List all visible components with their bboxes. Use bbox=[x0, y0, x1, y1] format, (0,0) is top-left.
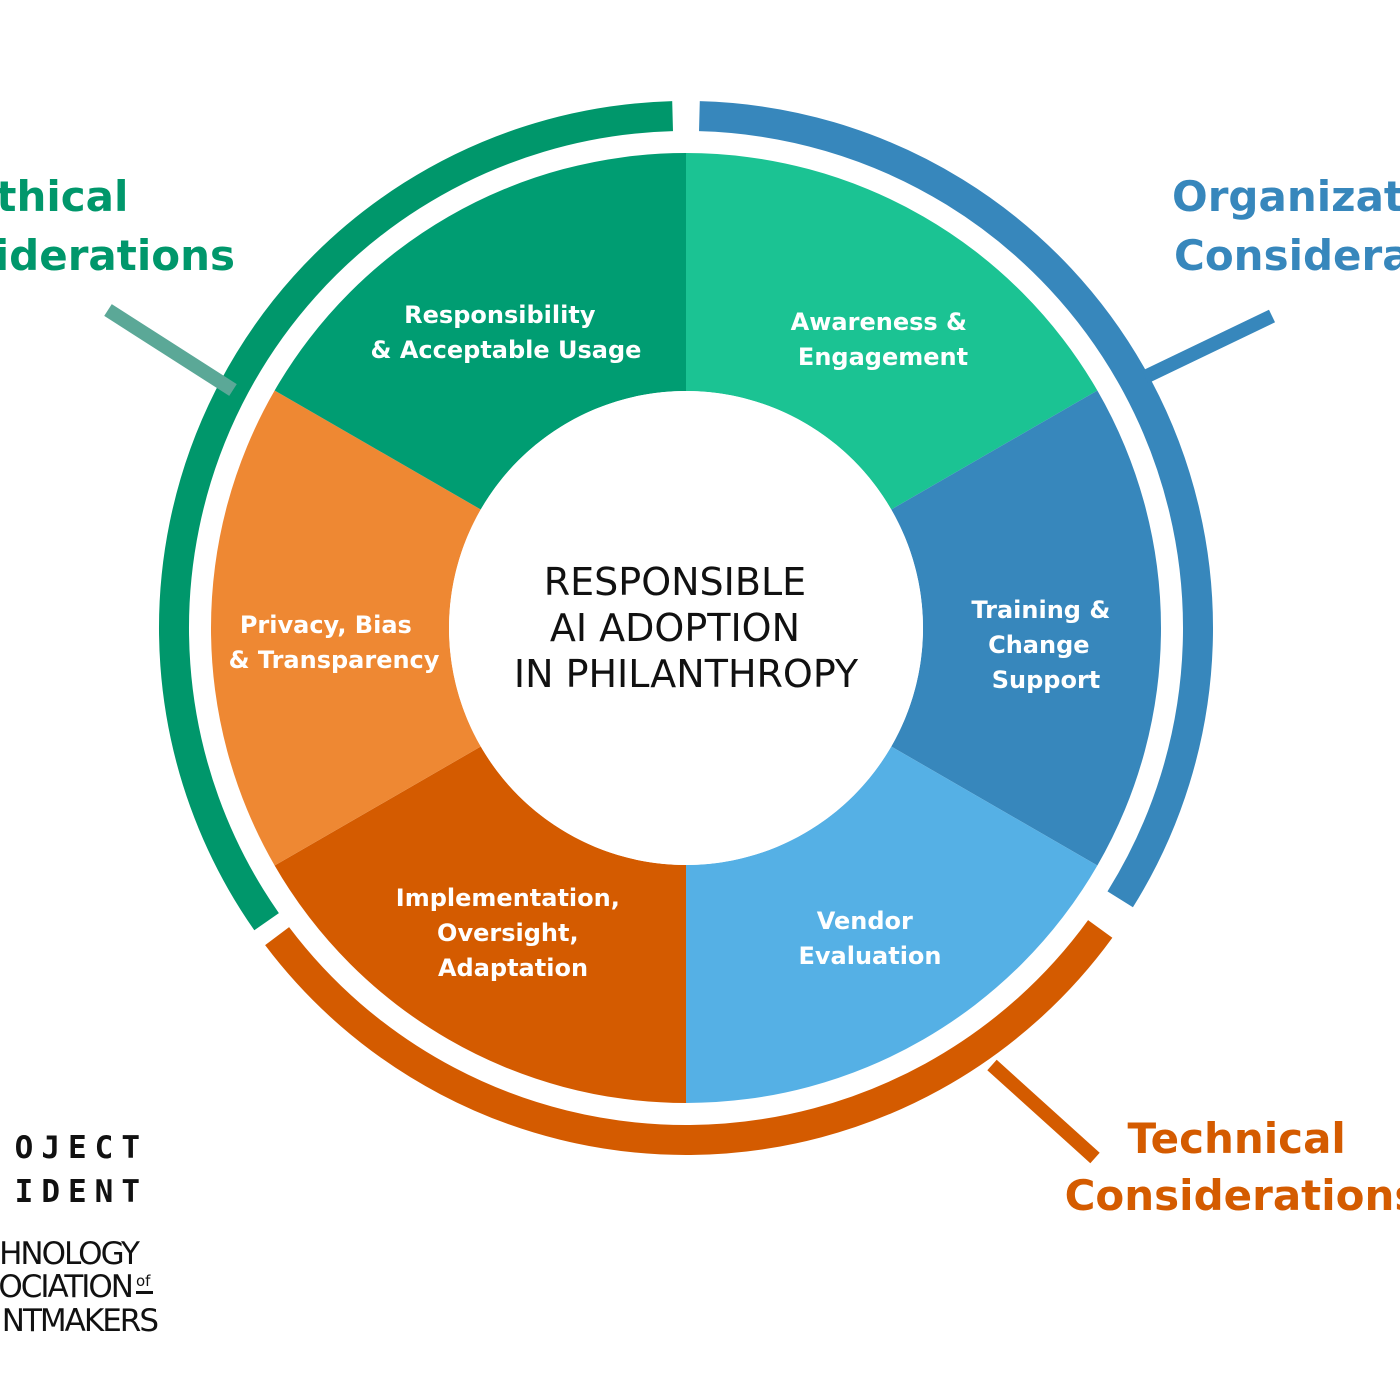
label-privacy-line1: Privacy, Bias bbox=[240, 611, 412, 639]
organizational-arc bbox=[698, 101, 1213, 908]
organizational-considerations-heading: Organizati Considerat bbox=[1172, 172, 1400, 280]
technical-connector bbox=[987, 1059, 1100, 1164]
association-logo: HNOLOGY OCIATION of NTMAKERS bbox=[0, 1236, 159, 1339]
ethical-heading-line1: Ethical bbox=[0, 172, 128, 221]
label-vendor-line1: Vendor bbox=[817, 907, 913, 935]
segment-responsibility bbox=[686, 153, 1098, 510]
center-title-line2: AI ADOPTION bbox=[550, 606, 800, 650]
association-logo-of: of bbox=[136, 1272, 151, 1290]
center-title-line1: RESPONSIBLE bbox=[544, 560, 806, 604]
organizational-heading-line2: Considerat bbox=[1174, 231, 1400, 280]
label-training-line2: Change bbox=[988, 631, 1089, 659]
ethical-arc bbox=[159, 101, 674, 931]
label-responsibility-line1: Responsibility bbox=[404, 301, 596, 329]
technical-arc bbox=[265, 920, 1113, 1155]
association-logo-underline bbox=[136, 1291, 153, 1294]
project-logo-line2: IDENT bbox=[15, 1174, 148, 1210]
label-implementation: Implementation, Oversight, Adaptation bbox=[396, 884, 628, 982]
center-hub bbox=[449, 391, 923, 865]
center-title-line3: IN PHILANTHROPY bbox=[514, 652, 859, 696]
label-vendor: Vendor Evaluation bbox=[798, 907, 941, 970]
organizational-connector bbox=[1141, 309, 1276, 384]
label-privacy-line2: & Transparency bbox=[229, 646, 440, 674]
technical-heading-line1: Technical bbox=[1128, 1114, 1346, 1163]
label-responsibility-line2: & Acceptable Usage bbox=[371, 336, 642, 364]
ethical-connector bbox=[104, 304, 237, 396]
association-logo-line1: HNOLOGY bbox=[0, 1236, 140, 1272]
label-training: Training & Change Support bbox=[971, 596, 1118, 694]
label-implementation-line1: Implementation, bbox=[396, 884, 620, 912]
label-training-line3: Support bbox=[992, 666, 1101, 694]
technical-heading-line2: Considerations bbox=[1065, 1171, 1400, 1220]
label-training-line1: Training & bbox=[971, 596, 1110, 624]
segment-privacy bbox=[274, 152, 686, 510]
label-vendor-line2: Evaluation bbox=[798, 942, 941, 970]
segment-implementation bbox=[210, 390, 481, 866]
technical-considerations-heading: Technical Considerations bbox=[1065, 1114, 1400, 1220]
label-awareness: Awareness & Engagement bbox=[791, 308, 976, 371]
label-awareness-line2: Engagement bbox=[798, 343, 968, 371]
label-implementation-line2: Oversight, bbox=[437, 919, 579, 947]
label-responsibility: Responsibility & Acceptable Usage bbox=[371, 301, 642, 364]
segment-training bbox=[686, 746, 1098, 1103]
association-logo-line2: OCIATION bbox=[0, 1269, 132, 1305]
organizational-heading-line1: Organizati bbox=[1172, 172, 1400, 221]
label-privacy: Privacy, Bias & Transparency bbox=[229, 611, 440, 674]
segment-vendor bbox=[274, 746, 686, 1103]
ethical-considerations-heading: Ethical siderations bbox=[0, 172, 235, 280]
segment-awareness bbox=[891, 390, 1161, 866]
ethical-heading-line2: siderations bbox=[0, 231, 235, 280]
project-logo-line1: OJECT bbox=[15, 1130, 148, 1166]
wheel-segments bbox=[210, 152, 1161, 1103]
project-logo: OJECT IDENT bbox=[15, 1130, 148, 1210]
label-awareness-line1: Awareness & bbox=[791, 308, 967, 336]
label-implementation-line3: Adaptation bbox=[438, 954, 588, 982]
association-logo-line3: NTMAKERS bbox=[2, 1303, 158, 1339]
center-title: RESPONSIBLE AI ADOPTION IN PHILANTHROPY bbox=[514, 560, 859, 696]
